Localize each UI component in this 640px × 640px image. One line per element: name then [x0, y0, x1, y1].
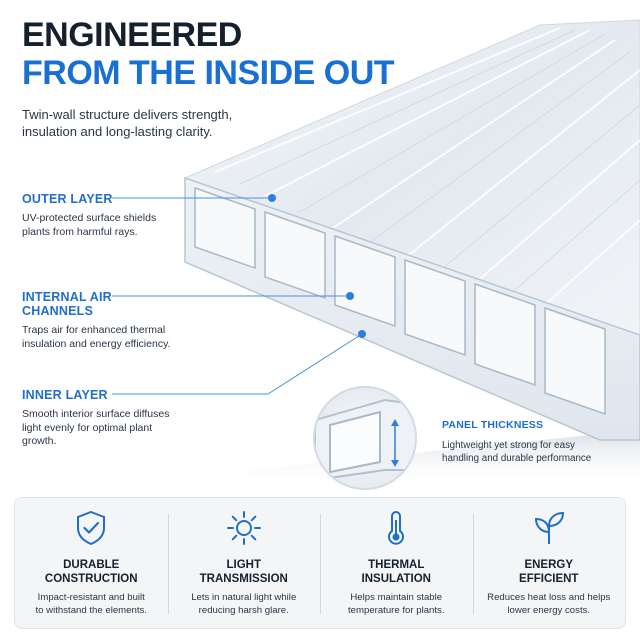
- subheading: Twin-wall structure delivers strength, i…: [22, 107, 233, 139]
- callout-description: Traps air for enhanced thermal insulatio…: [22, 324, 171, 350]
- callout-description: UV-protected surface shields plants from…: [22, 212, 157, 238]
- callout-title: PANEL THICKNESS: [442, 419, 544, 431]
- twin-wall-panel-illustration: [112, 19, 640, 490]
- callout-description: Smooth interior surface diffuses light e…: [22, 408, 170, 447]
- feature-strip: DURABLE CONSTRUCTION Impact-resistant an…: [14, 497, 626, 629]
- leaf-sprout-icon: [534, 511, 564, 544]
- feature-light-transmission: LIGHT TRANSMISSION Lets in natural light…: [167, 498, 321, 628]
- feature-title: THERMAL INSULATION: [361, 559, 431, 585]
- headline-line-1: ENGINEERED: [22, 16, 242, 54]
- feature-thermal-insulation: THERMAL INSULATION Helps maintain stable…: [320, 498, 473, 628]
- callout-inner-layer: INNER LAYER Smooth interior surface diff…: [22, 388, 172, 449]
- callout-title: INNER LAYER: [22, 388, 108, 402]
- callout-description: Lightweight yet strong for easy handling…: [442, 440, 592, 464]
- callout-title: INTERNAL AIR CHANNELS: [22, 290, 112, 318]
- callout-markers: [268, 194, 366, 338]
- headline: ENGINEERED FROM THE INSIDE OUT: [22, 16, 395, 92]
- feature-durable-construction: DURABLE CONSTRUCTION Impact-resistant an…: [15, 498, 168, 628]
- feature-energy-efficient: ENERGY EFFICIENT Reduces heat loss and h…: [472, 498, 626, 628]
- shield-check-icon: [77, 510, 106, 546]
- callout-outer-layer: OUTER LAYER UV-protected surface shields…: [22, 192, 172, 239]
- sun-icon: [226, 511, 261, 545]
- thermometer-icon: [388, 511, 405, 545]
- callout-leaders: [112, 197, 363, 395]
- feature-description: Reduces heat loss and helps lower energy…: [487, 592, 611, 616]
- headline-line-2: FROM THE INSIDE OUT: [22, 54, 395, 92]
- callout-panel-thickness: PANEL THICKNESS Lightweight yet strong f…: [442, 419, 592, 465]
- feature-title: DURABLE CONSTRUCTION: [44, 559, 138, 585]
- feature-description: Impact-resistant and built to withstand …: [35, 592, 147, 616]
- feature-title: ENERGY EFFICIENT: [519, 559, 579, 585]
- feature-title: LIGHT TRANSMISSION: [199, 559, 288, 585]
- panel-cells: [194, 186, 606, 416]
- callout-internal-air-channels: INTERNAL AIR CHANNELS Traps air for enha…: [22, 290, 172, 351]
- feature-description: Helps maintain stable temperature for pl…: [347, 592, 445, 616]
- feature-description: Lets in natural light while reducing har…: [191, 592, 297, 616]
- panel-ribs: [214, 27, 640, 319]
- callout-title: OUTER LAYER: [22, 192, 113, 206]
